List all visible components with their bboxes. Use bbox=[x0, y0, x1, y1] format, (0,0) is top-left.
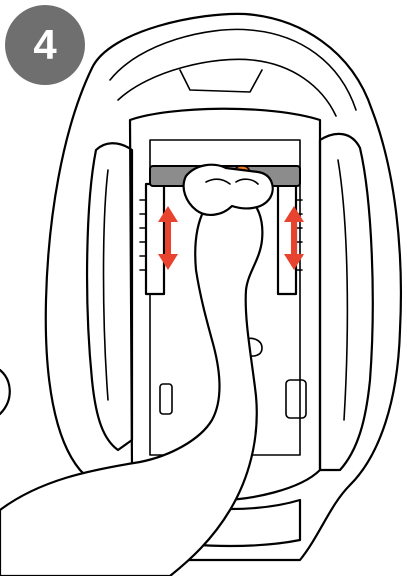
left-wing-inner bbox=[104, 170, 109, 400]
left-height-rail bbox=[146, 184, 164, 294]
step-number-badge: 4 bbox=[5, 5, 85, 85]
seat-canopy-ridge bbox=[110, 29, 356, 110]
seat-top-vent bbox=[180, 70, 262, 92]
belt-guide-right bbox=[286, 380, 306, 418]
right-wing-inner bbox=[338, 160, 347, 420]
right-side-wing bbox=[320, 134, 373, 470]
adult-hand[interactable] bbox=[184, 165, 273, 215]
belt-guide-left bbox=[160, 384, 172, 414]
previous-step-edge bbox=[0, 370, 10, 414]
step-number: 4 bbox=[33, 21, 56, 69]
seat-canopy-inner bbox=[118, 59, 336, 116]
left-side-wing bbox=[87, 143, 132, 450]
